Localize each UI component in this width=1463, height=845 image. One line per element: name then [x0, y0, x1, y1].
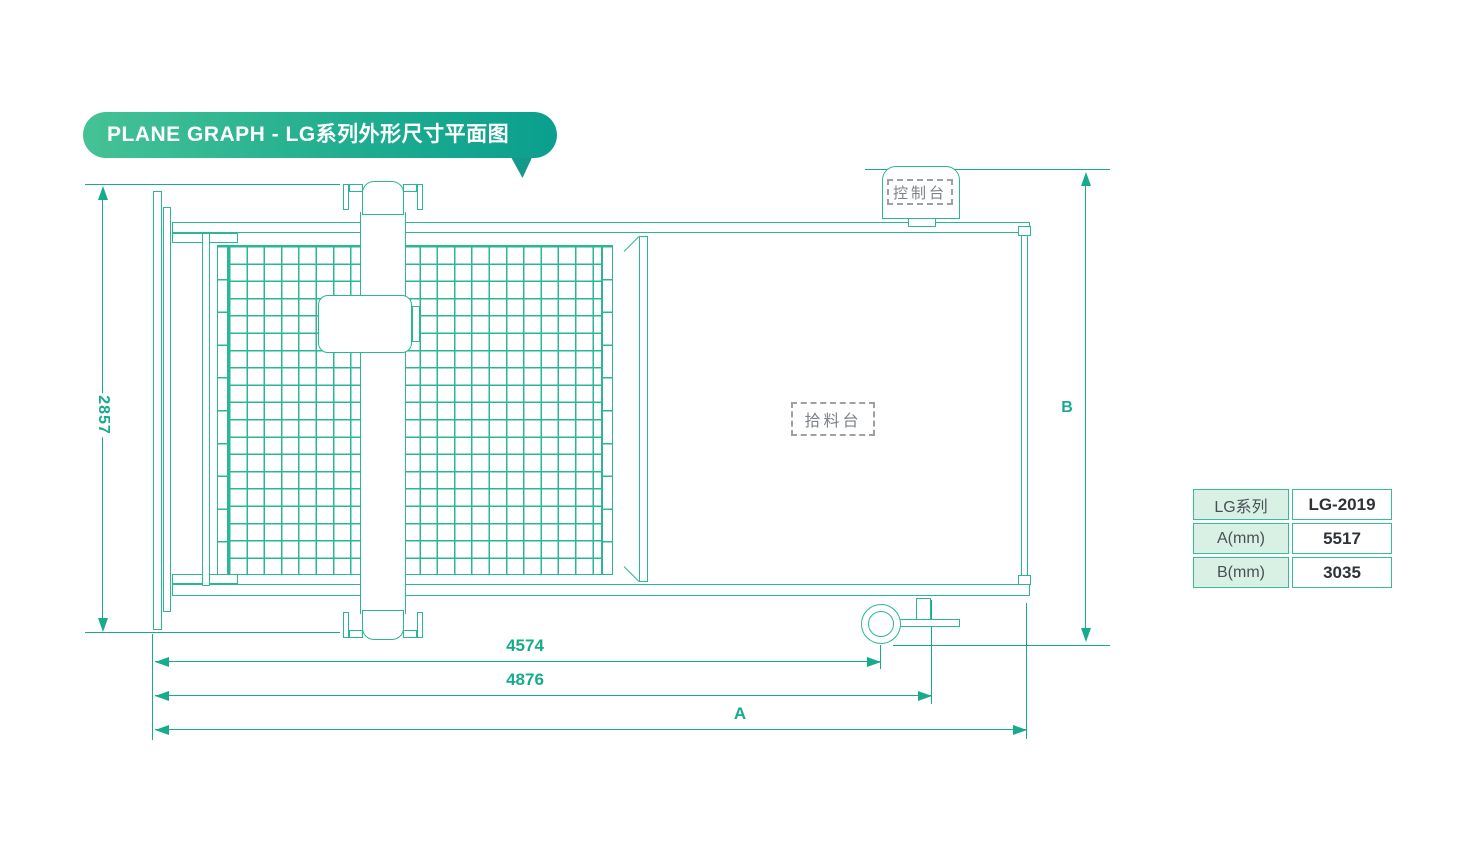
- handle-bar: [896, 619, 960, 627]
- ext-line-bottom-left: [85, 632, 340, 633]
- gantry-bracket-bottom-left-arm: [349, 630, 363, 638]
- gantry-bracket-bottom-right-arm: [403, 630, 417, 638]
- arrow-up-icon: [1081, 172, 1091, 186]
- ext-line-left-bottom: [152, 634, 153, 740]
- arrow-left-icon: [155, 691, 169, 701]
- table-row-label: B(mm): [1193, 557, 1289, 588]
- table-row: B(mm) 3035: [1193, 557, 1392, 588]
- arrow-down-icon: [98, 618, 108, 632]
- gantry-bracket-bottom-right: [417, 612, 423, 638]
- dim-line-4876: [155, 695, 932, 696]
- cutting-bed-grid: [228, 245, 602, 575]
- arrow-right-icon: [918, 691, 932, 701]
- right-rail-cap-top: [1018, 226, 1031, 236]
- right-rail-cap-bottom: [1018, 575, 1031, 585]
- picking-table-label: 拾料台: [791, 402, 875, 436]
- gantry-bracket-bottom-left: [343, 612, 349, 638]
- spec-table: LG系列 LG-2019 A(mm) 5517 B(mm) 3035: [1190, 486, 1395, 591]
- wheel-outer: [861, 604, 901, 644]
- gantry-bracket-top-right: [417, 184, 423, 210]
- ext-line-bottom-right: [893, 645, 1110, 646]
- ext-line-4876: [931, 600, 932, 704]
- table-row-label: A(mm): [1193, 523, 1289, 554]
- ext-line-top-left: [85, 184, 340, 185]
- dim-label-B: B: [1061, 399, 1073, 416]
- bed-ladder-left: [217, 245, 228, 575]
- table-row-value: LG-2019: [1292, 489, 1392, 520]
- table-row-label: LG系列: [1193, 489, 1289, 520]
- machine-bottom-rail: [172, 584, 1030, 596]
- left-end-plate-inner: [163, 207, 171, 612]
- gantry-motor-top: [362, 181, 404, 215]
- bed-ladder-right: [602, 245, 613, 575]
- machine-top-rail: [172, 222, 1030, 233]
- table-row: A(mm) 5517: [1193, 523, 1392, 554]
- right-rail: [1021, 235, 1028, 585]
- wheel-inner: [868, 611, 894, 637]
- carriage-tab: [412, 306, 420, 342]
- table-row: LG系列 LG-2019: [1193, 489, 1392, 520]
- table-row-value: 5517: [1292, 523, 1392, 554]
- console-label: 控制台: [887, 179, 953, 205]
- arrow-right-icon: [867, 657, 881, 667]
- ext-line-A: [1026, 603, 1027, 739]
- divider-chamfer-top: [623, 236, 640, 252]
- left-end-plate-outer: [153, 191, 162, 630]
- dim-line-4574: [155, 661, 881, 662]
- arrow-down-icon: [1081, 628, 1091, 642]
- dim-line-A: [155, 729, 1027, 730]
- ext-line-top-right: [865, 169, 1110, 170]
- divider-bar: [639, 236, 648, 582]
- arrow-up-icon: [98, 186, 108, 200]
- dim-line-B: [1085, 176, 1086, 638]
- arrow-right-icon: [1013, 725, 1027, 735]
- gantry-bracket-top-right-arm: [403, 184, 417, 192]
- cutting-carriage: [318, 295, 412, 353]
- arrow-left-icon: [155, 657, 169, 667]
- gantry-bracket-top-left-arm: [349, 184, 363, 192]
- table-row-value: 3035: [1292, 557, 1392, 588]
- gantry-beam: [360, 212, 406, 614]
- arrow-left-icon: [155, 725, 169, 735]
- dim-label-2857: 2857: [80, 390, 126, 440]
- divider-chamfer-bottom: [623, 566, 640, 582]
- dim-label-4876: 4876: [506, 670, 544, 689]
- dim-label-4574: 4574: [506, 636, 544, 655]
- left-frame-member: [202, 233, 210, 586]
- gantry-bracket-top-left: [343, 184, 349, 210]
- gantry-motor-bottom: [362, 610, 404, 640]
- title-banner: PLANE GRAPH - LG系列外形尺寸平面图: [83, 112, 557, 158]
- dim-label-A: A: [733, 704, 747, 723]
